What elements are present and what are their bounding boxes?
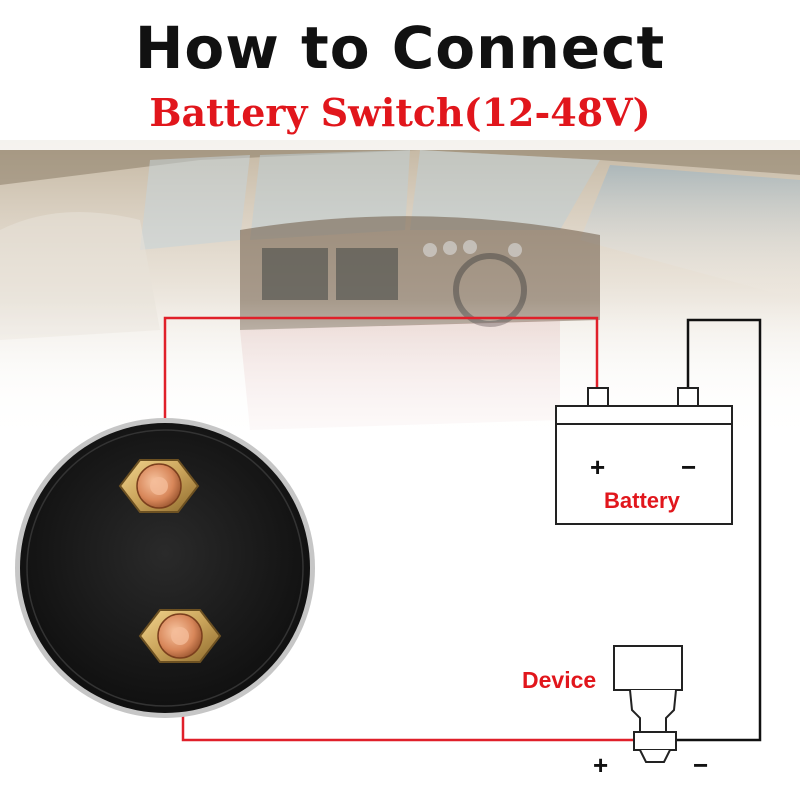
cockpit-background [0, 140, 800, 470]
title-band [0, 0, 800, 150]
switch-terminal-bottom [138, 609, 222, 663]
battery-switch [15, 418, 315, 718]
battery-plus-sign: + [590, 452, 606, 482]
page-subtitle: Battery Switch(12-48V) [149, 90, 651, 135]
battery-label: Battery [604, 488, 680, 513]
switch-terminal-top [118, 459, 200, 513]
device-label: Device [522, 667, 597, 693]
device-plus-sign: + [593, 750, 609, 780]
negative-wire-battery-to-device [677, 318, 762, 742]
page-title: How to Connect [134, 14, 666, 82]
device-symbol [613, 645, 683, 763]
device-minus-sign: − [693, 750, 709, 780]
battery-symbol [555, 387, 733, 525]
battery-minus-sign: − [681, 452, 697, 482]
